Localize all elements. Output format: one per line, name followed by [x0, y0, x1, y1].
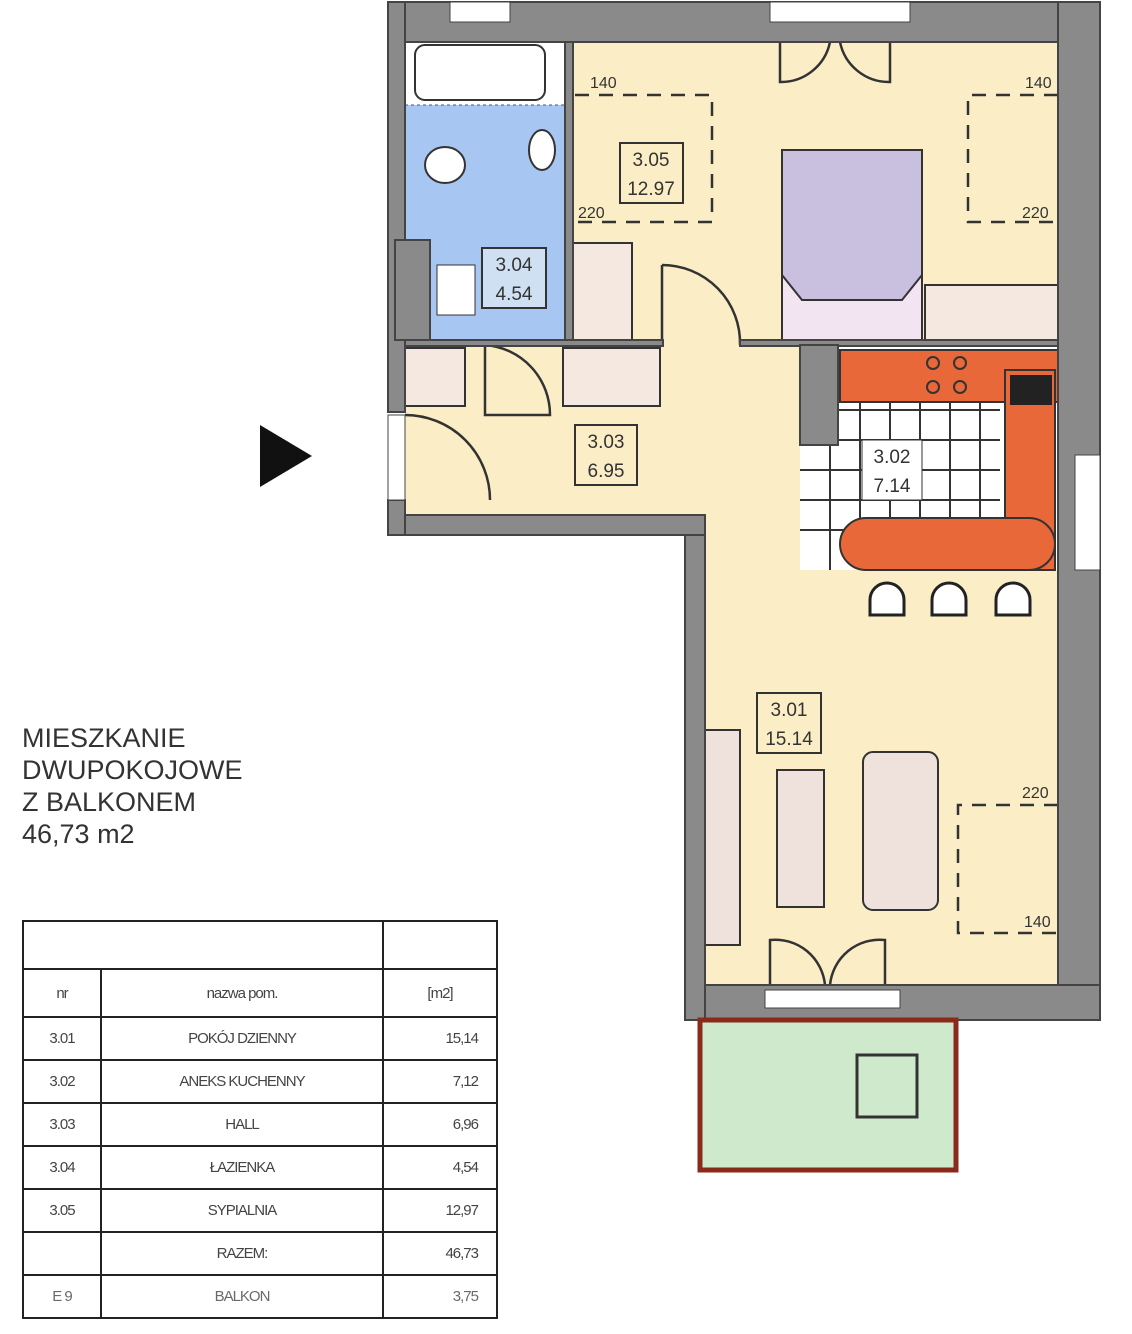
washing-machine	[436, 264, 476, 316]
dim-220-c: 220	[1022, 785, 1049, 802]
stove-icon	[926, 356, 967, 394]
title-line-3: Z BALKONEM	[22, 787, 197, 817]
bar-stools	[868, 581, 1032, 617]
svg-text:4.54: 4.54	[496, 284, 533, 305]
balcony-furniture	[855, 1053, 919, 1119]
header-name: nazwa pom.	[100, 968, 384, 1018]
svg-text:3.03: 3.03	[588, 432, 625, 453]
apartment-title: MIESZKANIE DWUPOKOJOWE Z BALKONEM 46,73 …	[22, 722, 243, 850]
fridge	[1010, 375, 1052, 405]
coffee-table	[776, 769, 825, 908]
kitchen-island	[839, 517, 1056, 571]
table-header: nr nazwa pom. [m2]	[22, 968, 498, 1018]
dashed-zones	[575, 93, 1058, 935]
table-blank-header	[22, 920, 498, 970]
title-line-2: DWUPOKOJOWE	[22, 755, 243, 785]
title-line-1: MIESZKANIE	[22, 723, 186, 753]
svg-text:3.02: 3.02	[874, 447, 911, 468]
room-label-304: 3.04 4.54	[481, 247, 547, 309]
room-label-302: 3.02 7.14	[861, 439, 923, 501]
svg-text:7.14: 7.14	[874, 476, 911, 497]
table-total-row: RAZEM:46,73	[22, 1231, 498, 1276]
dim-220-a: 220	[578, 205, 605, 222]
toilet	[424, 146, 466, 184]
svg-text:6.95: 6.95	[588, 461, 625, 482]
dim-140-a: 140	[590, 75, 617, 92]
room-label-303: 3.03 6.95	[574, 424, 638, 486]
apartment-area: 46,73 m2	[22, 819, 135, 849]
bathtub	[414, 44, 546, 101]
doors	[404, 41, 892, 986]
sofa	[862, 751, 939, 911]
room-label-305: 3.05 12.97	[619, 142, 684, 204]
windows	[387, 1, 1101, 1009]
svg-text:3.04: 3.04	[496, 255, 533, 276]
header-unit: [m2]	[382, 968, 498, 1018]
dim-140-c: 140	[1024, 914, 1051, 931]
room-label-301: 3.01 15.14	[756, 692, 822, 754]
svg-text:12.97: 12.97	[627, 179, 675, 200]
svg-text:3.05: 3.05	[633, 150, 670, 171]
balcony	[697, 1017, 959, 1173]
tv-cabinet	[704, 729, 741, 946]
bed-duvet	[781, 149, 923, 301]
wardrobes	[404, 242, 1059, 407]
sink	[528, 129, 556, 171]
svg-text:15.14: 15.14	[765, 729, 813, 750]
entrance-arrow-icon	[260, 425, 312, 487]
header-nr: nr	[22, 968, 102, 1018]
svg-text:3.01: 3.01	[771, 700, 808, 721]
dim-220-b: 220	[1022, 205, 1049, 222]
dim-140-b: 140	[1025, 75, 1052, 92]
